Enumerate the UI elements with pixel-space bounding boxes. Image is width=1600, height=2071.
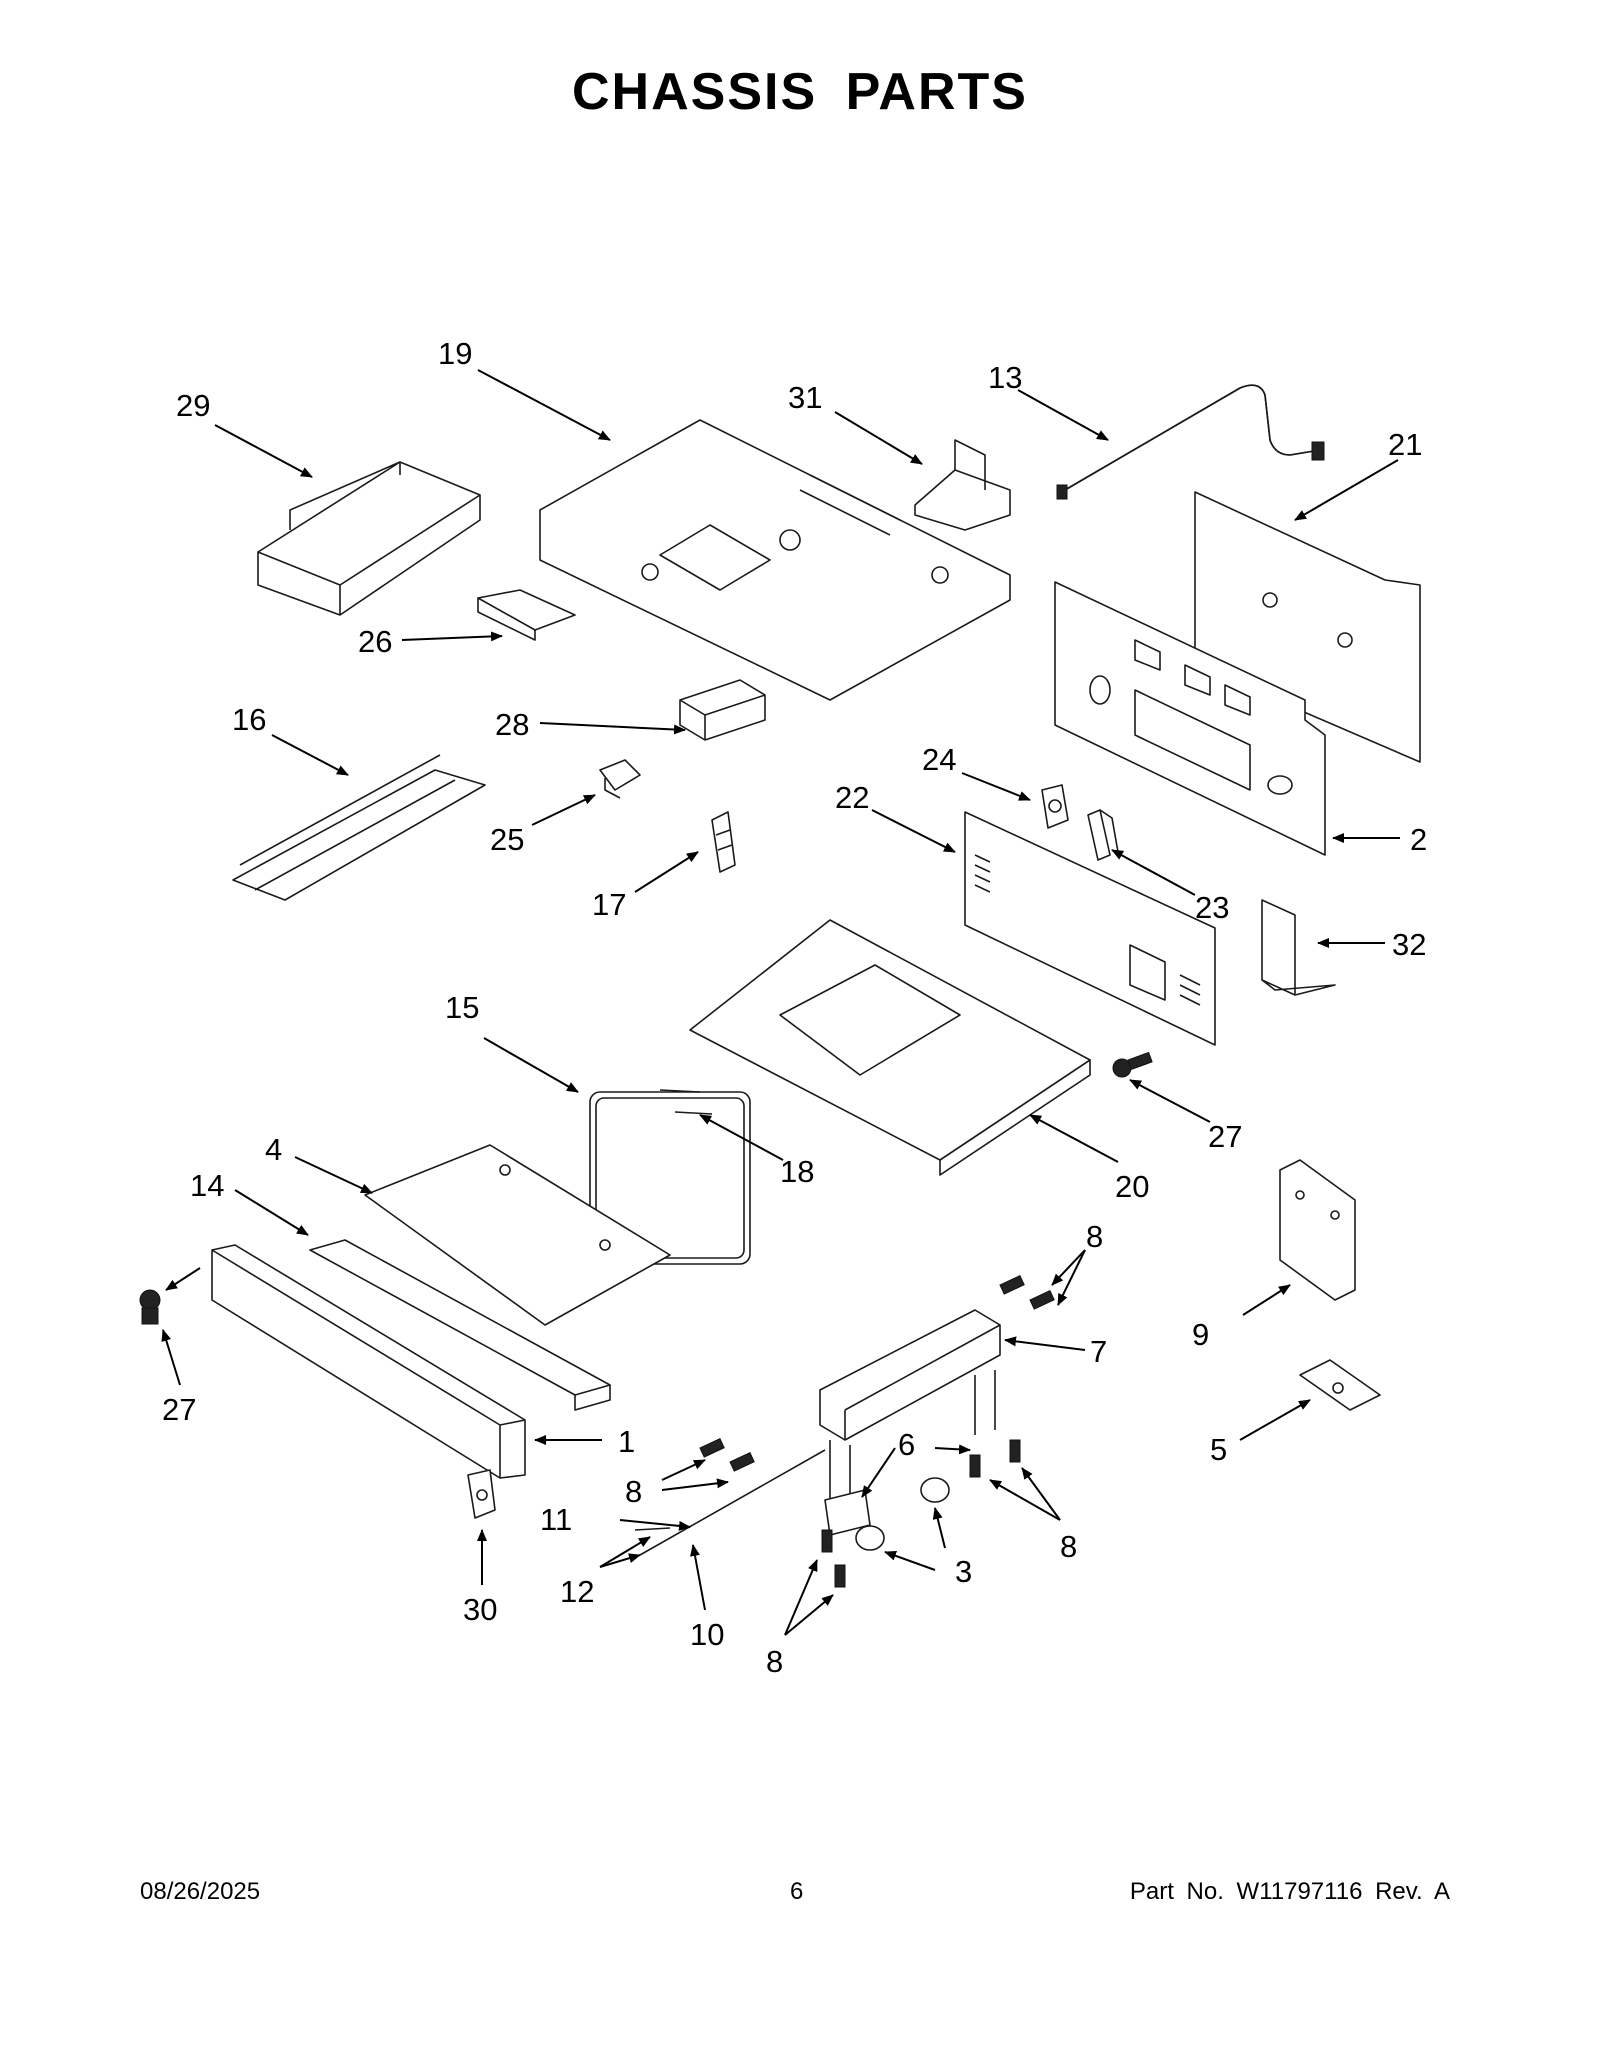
- callout-25: 25: [490, 822, 524, 857]
- callout-8-bottom-right: 8: [1060, 1529, 1077, 1564]
- callout-15: 15: [445, 990, 479, 1025]
- part-28-bracket: [679, 679, 766, 741]
- part-29-tray: [257, 461, 481, 616]
- callout-30: 30: [463, 1592, 497, 1627]
- part-14-long-bar: [309, 1239, 611, 1411]
- callout-9: 9: [1192, 1317, 1209, 1352]
- callout-32: 32: [1392, 927, 1426, 962]
- callout-12: 12: [560, 1574, 594, 1609]
- callout-22: 22: [835, 780, 869, 815]
- part-26-bracket: [477, 589, 576, 641]
- part-15-frame: [589, 1091, 751, 1265]
- part-2-back-panel: [1054, 581, 1326, 856]
- part-24-sensor: [1041, 784, 1069, 829]
- part-27-screw-left: [139, 1289, 161, 1325]
- part-25-clip: [599, 759, 641, 799]
- part-9-board: [1279, 1159, 1356, 1301]
- callout-14: 14: [190, 1168, 224, 1203]
- callout-numbers: 29 19 31 13 21 26 28 16 25 17 24 22 23 2…: [162, 336, 1427, 1679]
- callout-13: 13: [988, 360, 1022, 395]
- part-10-11-rods: [634, 1449, 826, 1556]
- part-4-bottom-plate: [364, 1144, 671, 1326]
- callout-19: 19: [438, 336, 472, 371]
- part-8-screws: [699, 1275, 1055, 1588]
- callout-17: 17: [592, 887, 626, 922]
- part-30-bracket: [467, 1469, 496, 1519]
- callout-8-left: 8: [625, 1474, 642, 1509]
- callout-26: 26: [358, 624, 392, 659]
- callout-1: 1: [618, 1424, 635, 1459]
- callout-4: 4: [265, 1132, 282, 1167]
- part-13-tube: [1056, 384, 1325, 500]
- callout-16: 16: [232, 702, 266, 737]
- footer-page-number: 6: [790, 1878, 804, 1905]
- leader-arrows: [161, 369, 1400, 1636]
- part-23-bracket: [1087, 809, 1119, 861]
- callout-20: 20: [1115, 1169, 1149, 1204]
- footer-date: 08/26/2025: [140, 1878, 261, 1905]
- part-6-foot: [824, 1489, 871, 1536]
- part-1-front-trim: [211, 1244, 526, 1479]
- callout-6: 6: [898, 1427, 915, 1462]
- part-5-plate: [1299, 1359, 1381, 1411]
- callout-2: 2: [1410, 822, 1427, 857]
- part-16-rail: [232, 754, 486, 901]
- part-21-rear-panel: [1194, 491, 1421, 763]
- part-18-strip: [659, 1089, 713, 1115]
- part-22-control-panel: [964, 811, 1216, 1046]
- part-3-leveler: [855, 1477, 950, 1551]
- callout-24: 24: [922, 742, 956, 777]
- callout-29: 29: [176, 388, 210, 423]
- callout-21: 21: [1388, 427, 1422, 462]
- part-17-latch: [711, 811, 736, 873]
- callout-27-right: 27: [1208, 1119, 1242, 1154]
- callout-27-left: 27: [162, 1392, 196, 1427]
- part-32-cover: [1261, 899, 1336, 996]
- part-20-drawer-base: [689, 919, 1091, 1176]
- callout-10: 10: [690, 1617, 724, 1652]
- callout-28: 28: [495, 707, 529, 742]
- part-19-base-plate: [539, 419, 1011, 701]
- callout-23: 23: [1195, 890, 1229, 925]
- part-31-bracket: [914, 439, 1011, 531]
- callout-8-bottom: 8: [766, 1644, 783, 1679]
- part-27-screw-right: [1112, 1051, 1153, 1078]
- callout-5: 5: [1210, 1432, 1227, 1467]
- callout-31: 31: [788, 380, 822, 415]
- callout-7: 7: [1090, 1334, 1107, 1369]
- callout-8-top-right: 8: [1086, 1219, 1103, 1254]
- callout-18: 18: [780, 1154, 814, 1189]
- callout-3: 3: [955, 1554, 972, 1589]
- callout-11: 11: [540, 1502, 572, 1537]
- page-title: CHASSIS PARTS: [572, 63, 1028, 121]
- footer-part-number: Part No. W11797116 Rev. A: [1129, 1878, 1450, 1905]
- part-7-leg-bracket: [819, 1309, 1001, 1505]
